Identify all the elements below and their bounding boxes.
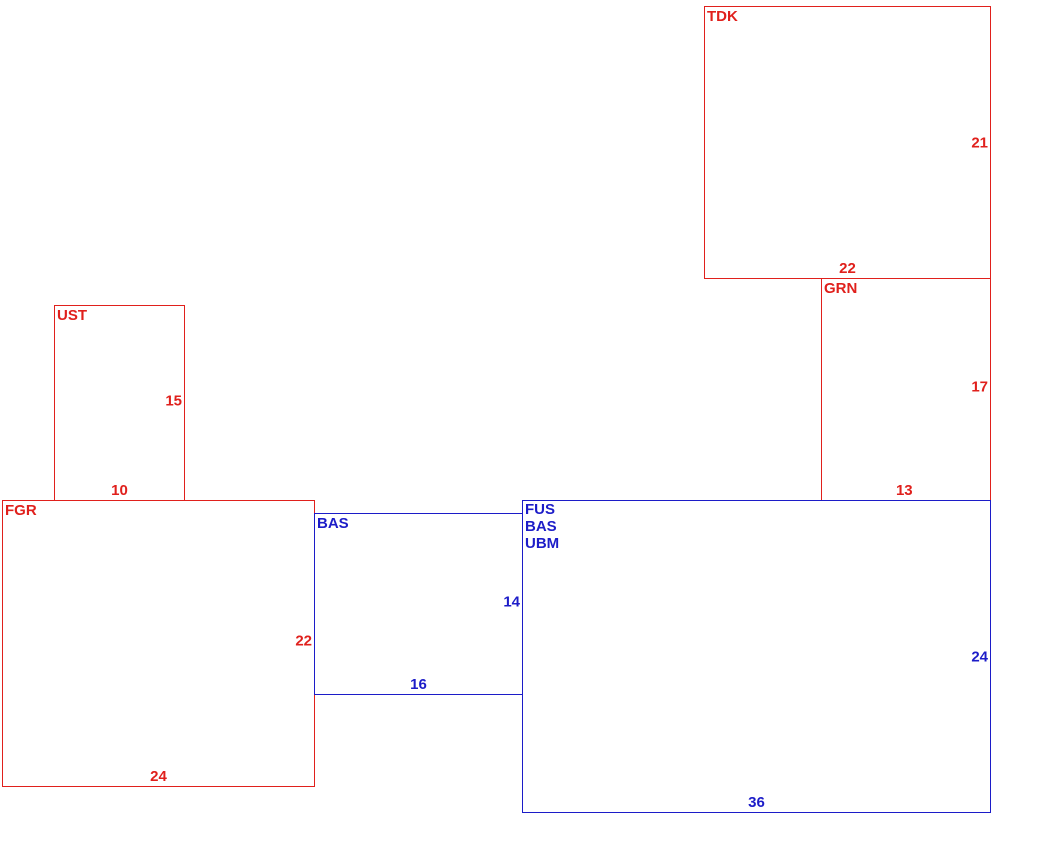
room-name-fgr: FGR: [5, 502, 37, 519]
room-name-fus-2: BAS: [525, 518, 557, 535]
room-bas: BAS 14 16: [314, 513, 523, 695]
room-width-tdk: 22: [839, 260, 856, 277]
room-height-ust: 15: [165, 392, 182, 410]
room-tdk: TDK 21 22: [704, 6, 991, 279]
room-height-bas: 14: [503, 593, 520, 611]
room-name-fus-1: FUS: [525, 501, 555, 518]
room-height-fus: 24: [971, 648, 988, 665]
room-width-bas: 16: [410, 676, 427, 693]
room-name-grn: GRN: [824, 280, 858, 297]
room-grn: GRN 17 13: [821, 278, 991, 501]
room-width-ust: 10: [111, 482, 128, 499]
room-width-grn: 13: [895, 482, 913, 499]
room-width-fgr: 24: [150, 768, 167, 785]
room-name-fus-3: UBM: [525, 535, 560, 552]
room-name-ust: UST: [57, 307, 87, 324]
room-name-tdk: TDK: [707, 8, 738, 25]
room-name-bas: BAS: [317, 515, 349, 532]
room-height-fgr: 22: [295, 632, 312, 650]
room-fgr: FGR 22 24: [2, 500, 315, 787]
room-height-tdk: 21: [971, 134, 988, 151]
room-fus: FUS BAS UBM 24 36: [522, 500, 991, 813]
room-ust: UST 15 10: [54, 305, 185, 501]
room-height-grn: 17: [971, 378, 988, 396]
room-names-fus: FUS BAS UBM: [525, 501, 559, 552]
room-width-fus: 36: [748, 794, 765, 811]
